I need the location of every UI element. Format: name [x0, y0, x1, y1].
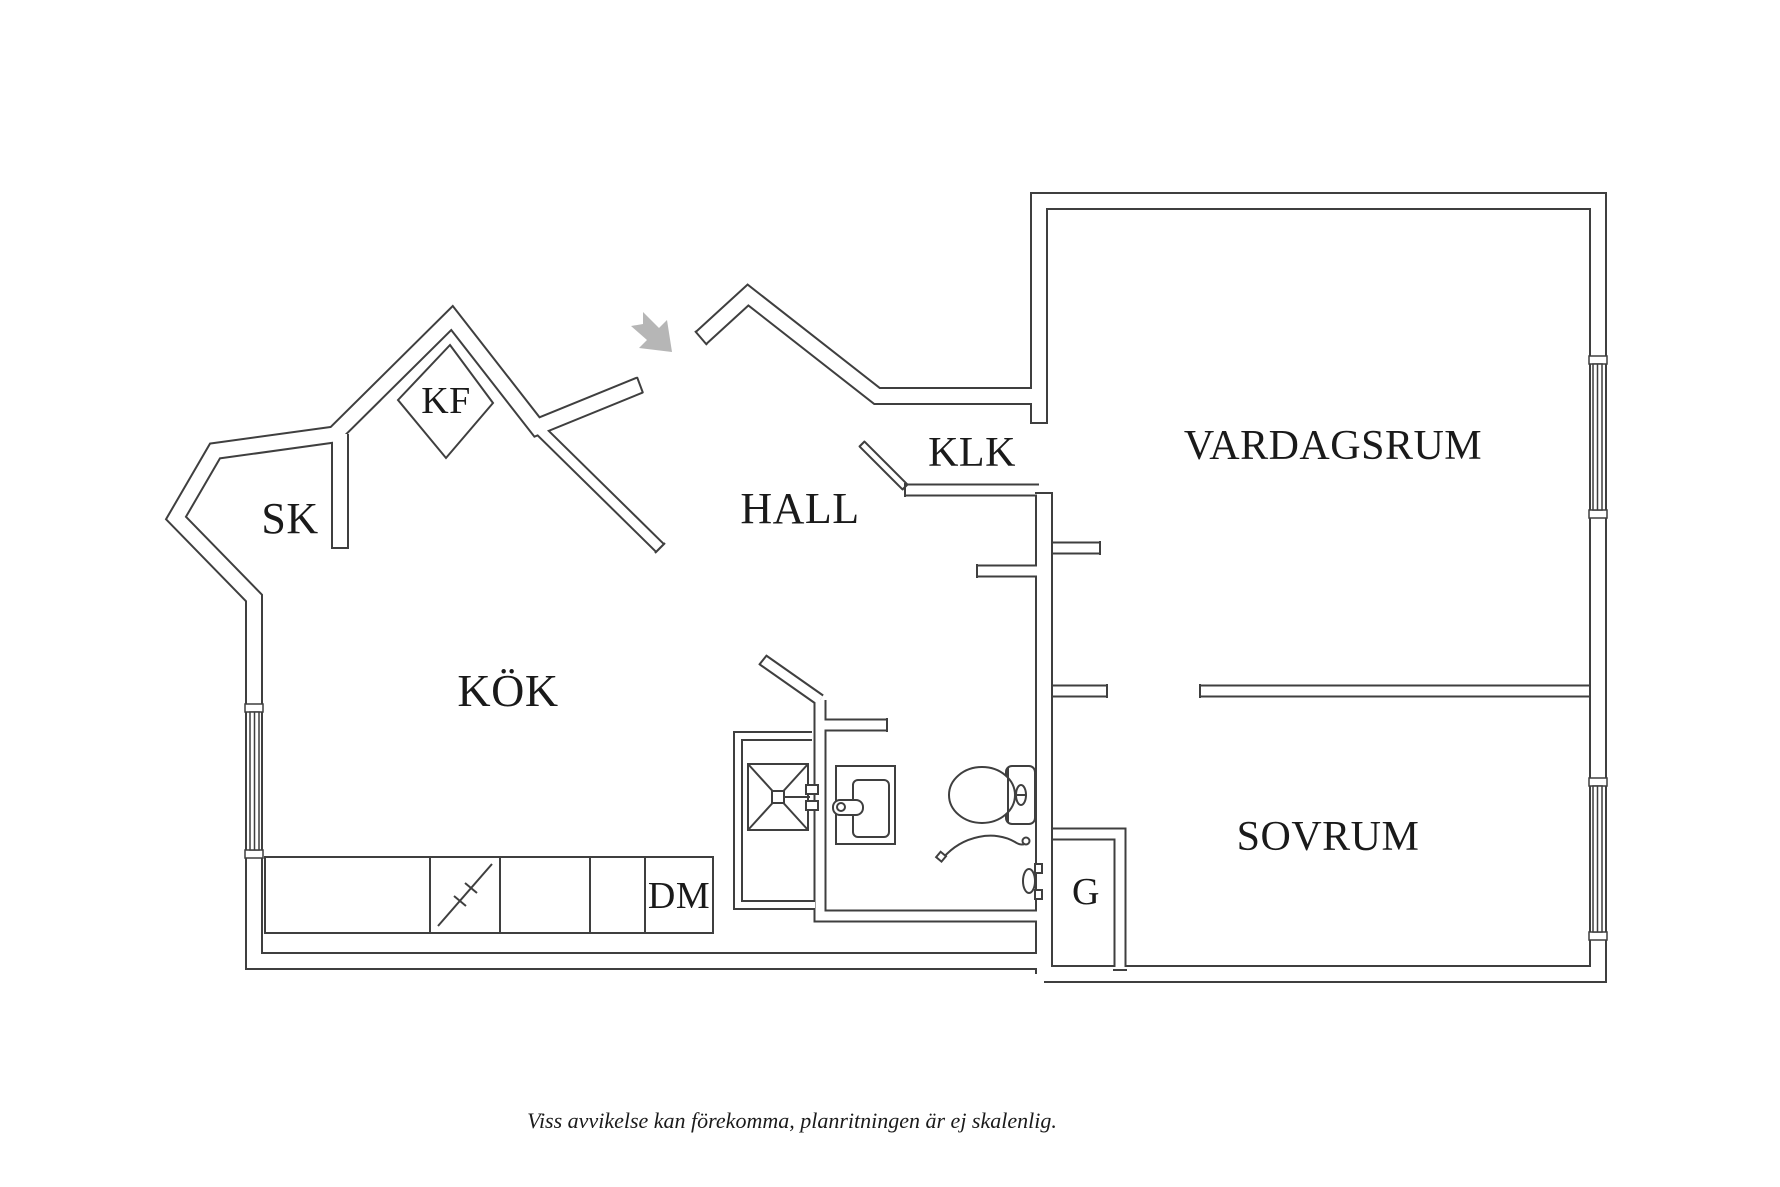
kitchen-window-symbol	[244, 703, 264, 859]
kf-cabinet-diamond	[396, 343, 495, 460]
wall-tap-symbol	[1022, 863, 1043, 900]
livingroom-window-symbol	[1588, 355, 1608, 519]
room-label-kok: KÖK	[457, 665, 558, 716]
room-label-klk: KLK	[928, 430, 1016, 476]
shower-hose-symbol	[934, 834, 1031, 864]
bedroom-window-symbol	[1588, 777, 1608, 941]
kitchen-counter	[264, 856, 714, 934]
toilet-symbol	[948, 765, 1036, 825]
room-label-dm: DM	[648, 875, 710, 917]
shower-symbol	[747, 763, 819, 831]
room-label-hall: HALL	[740, 484, 859, 533]
stove-symbol	[437, 863, 493, 927]
walls-core	[167, 194, 1605, 981]
sink-symbol	[832, 765, 896, 845]
room-labels: SK KF HALL KLK VARDAGSRUM KÖK DM G SOVRU…	[261, 380, 1482, 917]
wall-end-caps	[331, 330, 1201, 971]
entrance-arrow-icon	[631, 312, 672, 352]
room-label-sovrum: SOVRUM	[1237, 814, 1420, 860]
room-label-kf: KF	[421, 380, 471, 422]
room-label-g: G	[1072, 871, 1100, 913]
room-label-vardagsrum: VARDAGSRUM	[1184, 423, 1482, 469]
disclaimer-caption: Viss avvikelse kan förekomma, planritnin…	[527, 1108, 1057, 1133]
room-label-sk: SK	[261, 494, 318, 543]
